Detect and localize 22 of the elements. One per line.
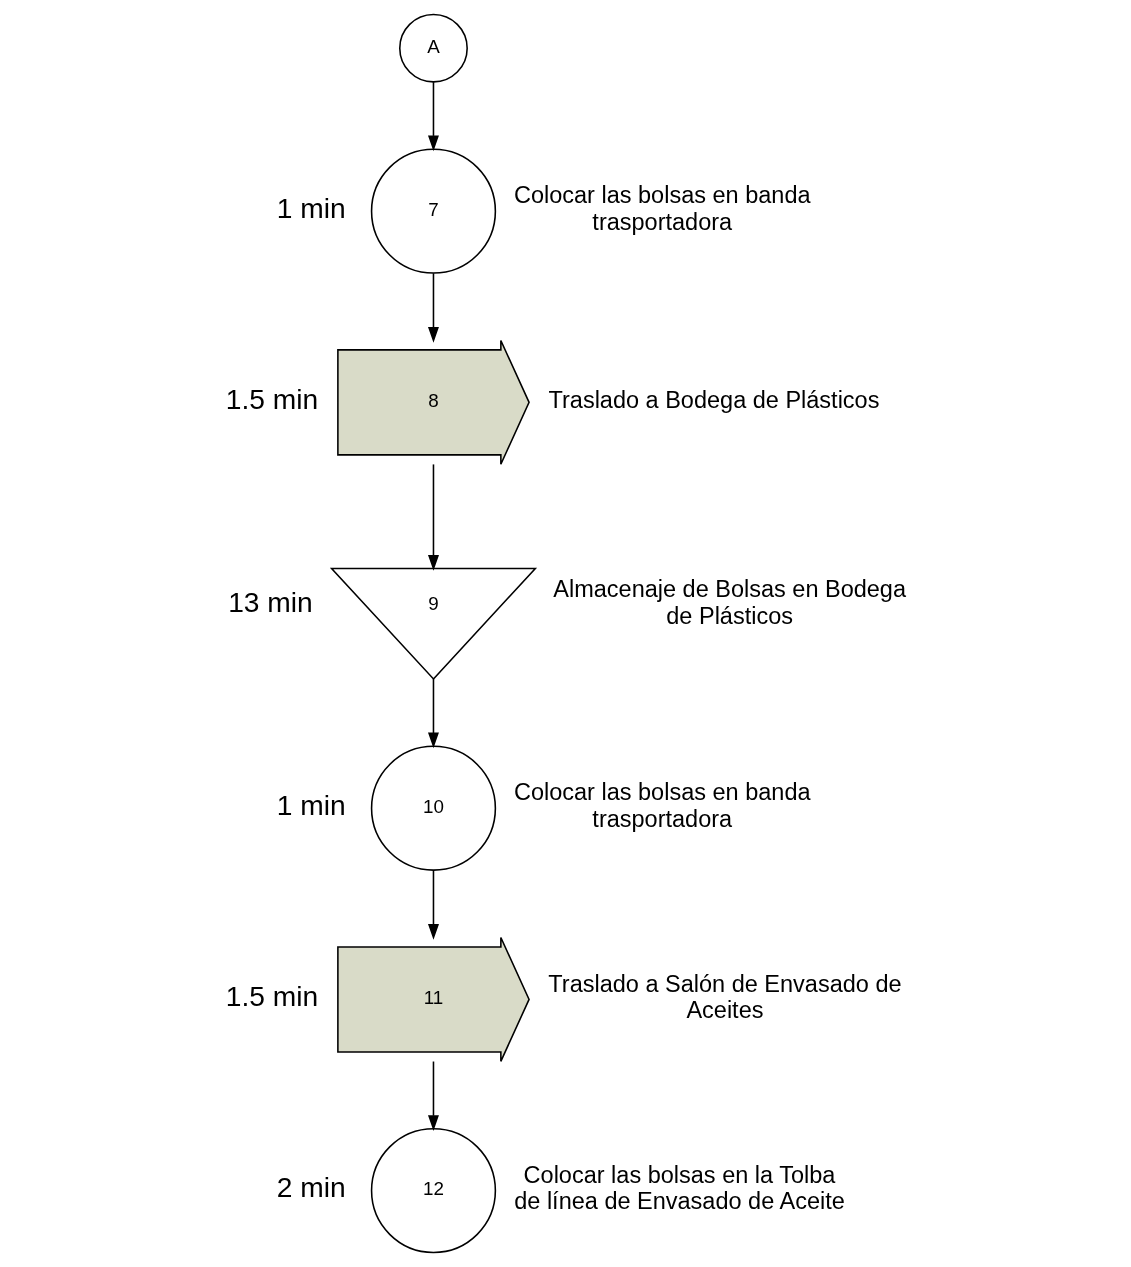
node-label: Colocar las bolsas en banda trasportadora [513,779,811,833]
node-circle: 7 [370,148,497,274]
node-label: 1 min [276,789,346,822]
arrow [428,463,439,571]
arrow [428,678,439,749]
node-label: 1 min [276,192,346,225]
node-label: Almacenaje de Bolsas en Bodega de Plásticos [553,576,907,630]
arrow [428,81,439,152]
node-label: Colocar las bolsas en banda trasportadora [513,182,811,235]
arrow [428,1060,439,1131]
node-label: Traslado a Salón de Envasado de Aceites [548,970,902,1024]
node-label: 1.5 min [225,383,319,416]
node-label: 13 min [228,586,313,619]
node-label: Traslado a Bodega de Plásticos [548,386,880,413]
arrow [428,272,439,343]
node-circle: 10 [370,745,497,871]
node-label: 1.5 min [225,980,319,1013]
node-label: 2 min [276,1171,346,1204]
arrow [428,869,439,940]
node-circle: 12 [370,1127,497,1254]
node-circle: A [399,13,468,83]
node-label: Colocar las bolsas en la Tolba de línea de Envasado de Aceite [514,1161,845,1215]
